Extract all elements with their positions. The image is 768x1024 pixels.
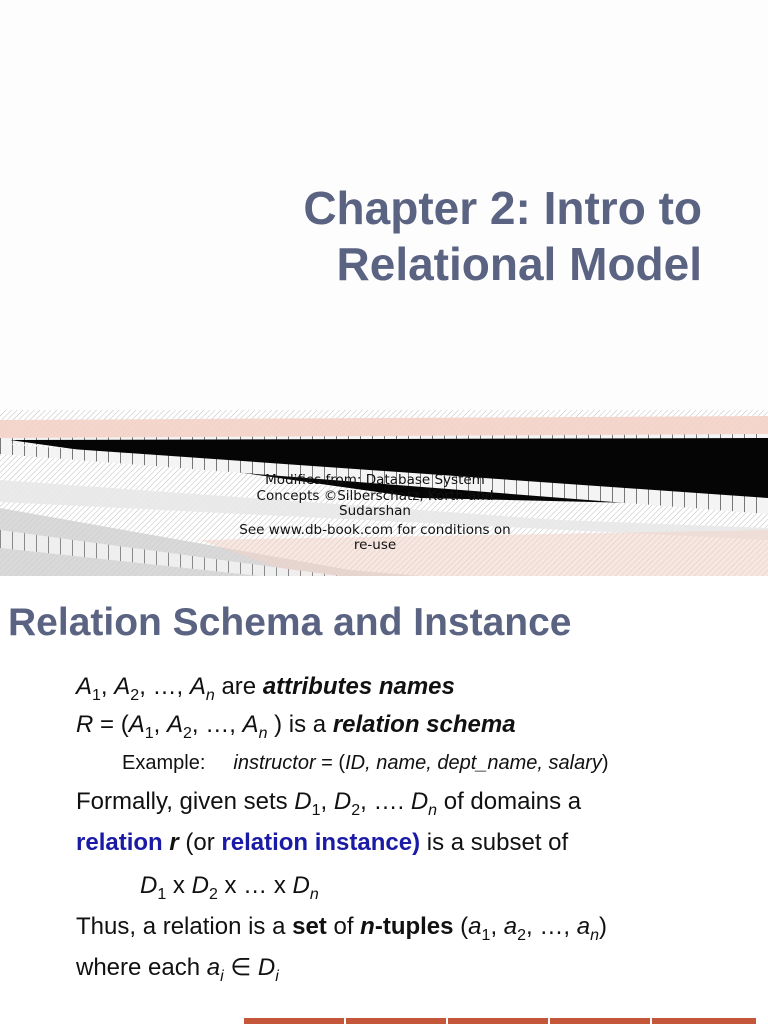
attr-a1: A xyxy=(128,711,145,738)
times: x … x xyxy=(217,872,293,899)
example-line: Example: instructor = (ID, name, dept_nam… xyxy=(122,748,609,778)
sub-2: 2 xyxy=(351,802,361,819)
sub-1: 1 xyxy=(311,802,321,819)
tuples-line: Thus, a relation is a set of n-tuples (a… xyxy=(76,912,607,951)
attr-an: A xyxy=(242,711,259,738)
ellipsis: , …, xyxy=(191,711,243,738)
attr-a1: A xyxy=(76,673,93,700)
sub-n: n xyxy=(205,687,215,704)
formal-def-line-2: relation r (or relation instance) is a s… xyxy=(76,828,568,858)
term-n: n xyxy=(360,913,375,940)
ellipsis: , …, xyxy=(526,913,577,940)
sub-2: 2 xyxy=(517,927,527,944)
text: ) is a xyxy=(267,711,333,738)
text: = ( xyxy=(93,711,129,738)
domain-d: D xyxy=(140,872,158,899)
emphasis: attributes names xyxy=(262,673,455,700)
text: is a subset of xyxy=(420,829,569,856)
element-of: ∈ xyxy=(223,954,258,981)
sub-2: 2 xyxy=(182,725,192,742)
sep: , xyxy=(320,788,334,815)
sep: , xyxy=(100,673,115,700)
text: Formally, given sets xyxy=(76,788,295,815)
sub-i: i xyxy=(275,968,279,985)
text: of xyxy=(326,913,361,940)
credit-line-2: Concepts ©Silberschatz, Korth and xyxy=(256,487,494,504)
credit-line-4: See www.db-book.com for conditions on xyxy=(239,521,511,538)
sub-i: i xyxy=(220,968,224,985)
term-relation-instance: relation instance) xyxy=(221,829,421,856)
attr-a2: A xyxy=(166,711,183,738)
ellipsis: , …. xyxy=(360,788,411,815)
sub-n: n xyxy=(590,927,599,944)
sub-1: 1 xyxy=(92,687,101,704)
sub-1: 1 xyxy=(481,927,491,944)
cartesian-product: D1 x D2 x … x Dn xyxy=(140,871,319,910)
term-tuples: -tuples xyxy=(374,913,454,940)
ellipsis: , …, xyxy=(139,673,190,700)
relation-r: R xyxy=(76,711,94,738)
domain-d: D xyxy=(410,788,429,815)
example-label: Example: xyxy=(122,752,206,774)
term-relation: relation xyxy=(76,829,170,856)
text: Thus, a relation is a xyxy=(76,913,293,940)
text: where each xyxy=(76,954,207,981)
slide-title: Chapter 2: Intro to Relational Model xyxy=(102,180,702,292)
title-line-1: Chapter 2: Intro to xyxy=(303,182,702,234)
attr-an: A xyxy=(189,673,206,700)
bullet-relation-schema: R = (A1, A2, …, An ) is a relation schem… xyxy=(76,710,516,749)
emphasis: relation schema xyxy=(332,711,516,738)
title-line-2: Relational Model xyxy=(336,238,702,290)
text: ( xyxy=(453,913,469,940)
bullet-attributes: A1, A2, …, An are attributes names xyxy=(76,672,455,711)
value-a: a xyxy=(206,954,221,981)
sub-2: 2 xyxy=(208,886,218,903)
sep: , xyxy=(153,711,167,738)
value-a: a xyxy=(576,913,591,940)
text: are xyxy=(214,673,263,700)
slide-heading: Relation Schema and Instance xyxy=(8,601,572,644)
credit-text: Modifies from: Database System Concepts … xyxy=(210,472,540,554)
relation-fields: ID, name, dept_name, salary xyxy=(345,752,602,774)
value-a: a xyxy=(468,913,482,940)
domain-d: D xyxy=(257,954,276,981)
text: ) xyxy=(598,913,607,940)
credit-line-3: Sudarshan xyxy=(339,503,411,519)
decorative-banner xyxy=(0,410,768,576)
text: (or xyxy=(178,829,222,856)
membership-line: where each ai ∈ Di xyxy=(76,953,279,992)
term-set: set xyxy=(292,913,327,940)
sub-n: n xyxy=(258,725,268,742)
sub-2: 2 xyxy=(130,687,140,704)
text: = ( xyxy=(315,752,346,774)
content-slide: Relation Schema and Instance A1, A2, …, … xyxy=(0,576,768,1024)
footer-bar xyxy=(244,1018,756,1024)
sep: , xyxy=(490,913,504,940)
title-slide: Chapter 2: Intro to Relational Model Mod… xyxy=(0,180,768,576)
domain-d: D xyxy=(292,872,310,899)
text: of domains a xyxy=(437,788,582,815)
domain-d: D xyxy=(294,788,312,815)
attr-a2: A xyxy=(114,673,131,700)
times: x xyxy=(166,872,192,899)
sub-1: 1 xyxy=(157,886,167,903)
domain-d: D xyxy=(191,872,209,899)
value-a: a xyxy=(503,913,518,940)
credit-line-5: re-use xyxy=(353,537,397,553)
sub-n: n xyxy=(428,802,438,819)
text: ) xyxy=(601,752,609,774)
sub-1: 1 xyxy=(144,725,154,742)
relation-name: instructor xyxy=(233,752,316,774)
relation-r: r xyxy=(169,829,179,856)
credit-line-1: Modifies from: Database System xyxy=(265,472,485,488)
domain-d: D xyxy=(333,788,352,815)
formal-def-line-1: Formally, given sets D1, D2, …. Dn of do… xyxy=(76,787,581,826)
sub-n: n xyxy=(309,886,319,903)
